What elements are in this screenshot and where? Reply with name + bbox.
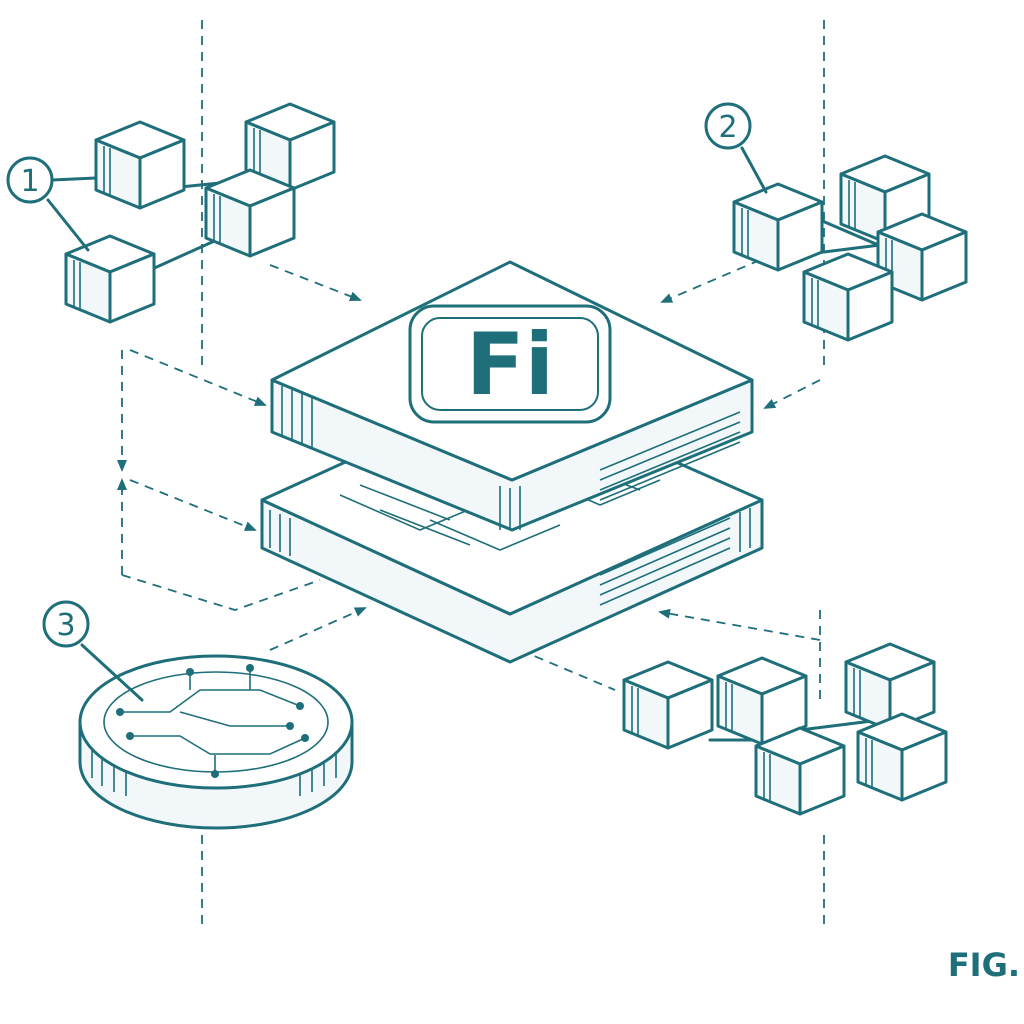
node-cluster-4	[622, 642, 948, 816]
callout-2-label: 2	[718, 110, 737, 145]
figure-label: FIG.	[948, 946, 1020, 984]
callout-3: 3	[42, 600, 144, 702]
callout-3-label: 3	[56, 608, 75, 643]
connector-arrows	[117, 259, 821, 700]
logo-frame	[408, 304, 612, 424]
top-chip-layer: Fi	[270, 260, 754, 532]
circuit-coin	[78, 654, 354, 830]
callout-1-label: 1	[20, 164, 39, 199]
node-cluster-2	[732, 154, 968, 342]
callout-1: 1	[6, 156, 98, 252]
callout-2: 2	[704, 102, 768, 194]
node-cluster-1	[64, 102, 336, 324]
logo-text: Fi	[466, 315, 554, 415]
